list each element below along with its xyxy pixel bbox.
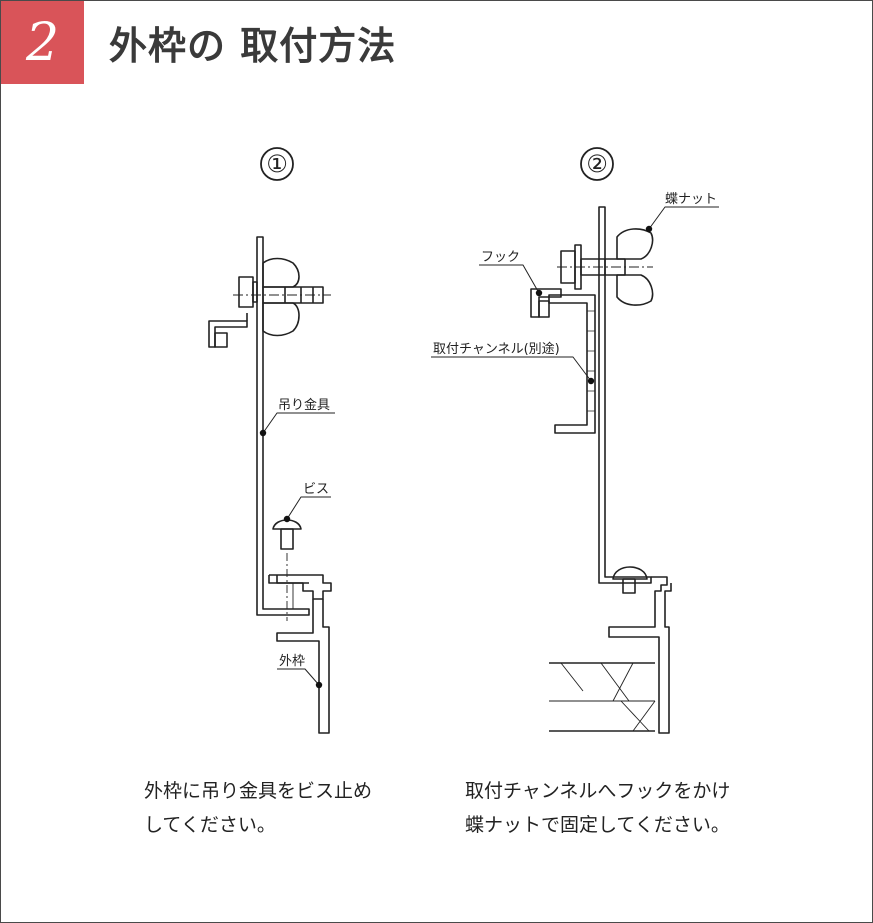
hanging-bracket	[256, 236, 310, 616]
panel1-hook-tab	[214, 332, 228, 348]
panel2-caption-line: 取付チャンネルへフックをかけ	[465, 780, 731, 802]
panel1-caption-line: 外枠に吊り金具をビス止め	[144, 780, 373, 802]
panel1-caption: 外枠に吊り金具をビス止め してください。	[144, 774, 372, 842]
mounting-channel	[548, 294, 596, 434]
step-number: 2	[25, 12, 60, 73]
panel1-wing-nut-bottom	[262, 302, 300, 337]
panel2-wing-nut-bottom	[616, 274, 654, 306]
panel2-screw-head	[612, 566, 648, 580]
label-hook: フック	[481, 250, 520, 265]
outer-frame-top-lip	[269, 574, 332, 600]
panel2-hook-tab	[538, 300, 550, 318]
label-screw: ビス	[303, 482, 329, 497]
panel2-caption: 取付チャンネルへフックをかけ 蝶ナットで固定してください。	[465, 774, 730, 842]
panel2-drawing: ②	[530, 147, 672, 734]
panel2-caption-line: 蝶ナットで固定してください。	[465, 814, 730, 836]
panel2-hook	[530, 288, 562, 318]
panel1-screw-shaft	[280, 528, 294, 550]
panel1-caption-line: してください。	[144, 814, 276, 836]
panel1-wing-nut-top	[262, 257, 300, 288]
panel2-number-circle	[580, 147, 614, 181]
label-wing-nut: 蝶ナット	[665, 192, 717, 207]
leader-lines	[262, 206, 719, 686]
panel2-outer-frame-profile	[608, 576, 672, 734]
panel1-number: ①	[266, 150, 288, 178]
label-hanging-bracket: 吊り金具	[278, 397, 330, 413]
panel2-wing-nut-top	[616, 228, 654, 260]
panel1-drawing: ①	[208, 147, 332, 734]
panel2-screw-shaft	[622, 578, 636, 594]
label-mounting-channel: 取付チャンネル(別途)	[433, 341, 560, 357]
board-hatching	[560, 662, 656, 732]
label-outer-frame: 外枠	[279, 654, 305, 669]
panel2-number: ②	[586, 150, 608, 178]
step-badge: 2	[1, 1, 84, 84]
panel1-bolt-head	[238, 276, 254, 308]
page-title: 外枠の 取付方法	[109, 24, 397, 68]
panel1-number-circle	[260, 147, 294, 181]
